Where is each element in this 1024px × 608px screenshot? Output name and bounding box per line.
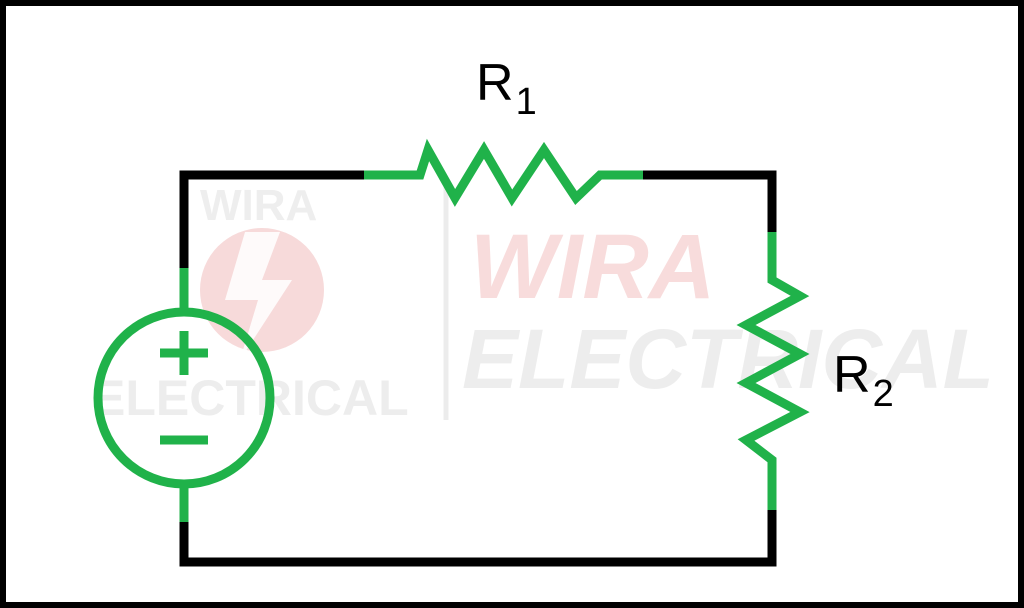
resistor-r2-letter: R <box>833 346 871 404</box>
watermark-logo-text-bottom: ELECTRICAL <box>92 370 409 426</box>
resistor-r2-subscript: 2 <box>873 373 894 415</box>
resistor-r1: R1 <box>364 54 643 207</box>
wire-bottom <box>179 505 777 567</box>
wire-top-left <box>179 170 369 273</box>
resistor-r1-zigzag <box>364 138 643 207</box>
resistor-r1-subscript: 1 <box>516 81 537 123</box>
wires <box>179 170 777 567</box>
watermark-logo-text-top: WIRA <box>200 181 317 230</box>
watermark-big-text-top: WIRA <box>470 216 715 318</box>
watermark-logo-bolt <box>225 232 292 360</box>
watermark: WIRA ELECTRICAL WIRA ELECTRICAL <box>92 180 994 426</box>
resistor-r1-letter: R <box>476 54 514 112</box>
watermark-big-text-bottom: ELECTRICAL <box>462 312 994 406</box>
resistor-r2: R2 <box>736 232 894 510</box>
resistor-r2-label: R2 <box>833 346 894 415</box>
wire-top-right <box>638 170 777 237</box>
voltage-source <box>93 268 275 522</box>
watermark-logo: WIRA ELECTRICAL <box>92 181 409 426</box>
resistor-r2-zigzag <box>736 232 810 510</box>
resistor-r1-label: R1 <box>476 54 537 123</box>
